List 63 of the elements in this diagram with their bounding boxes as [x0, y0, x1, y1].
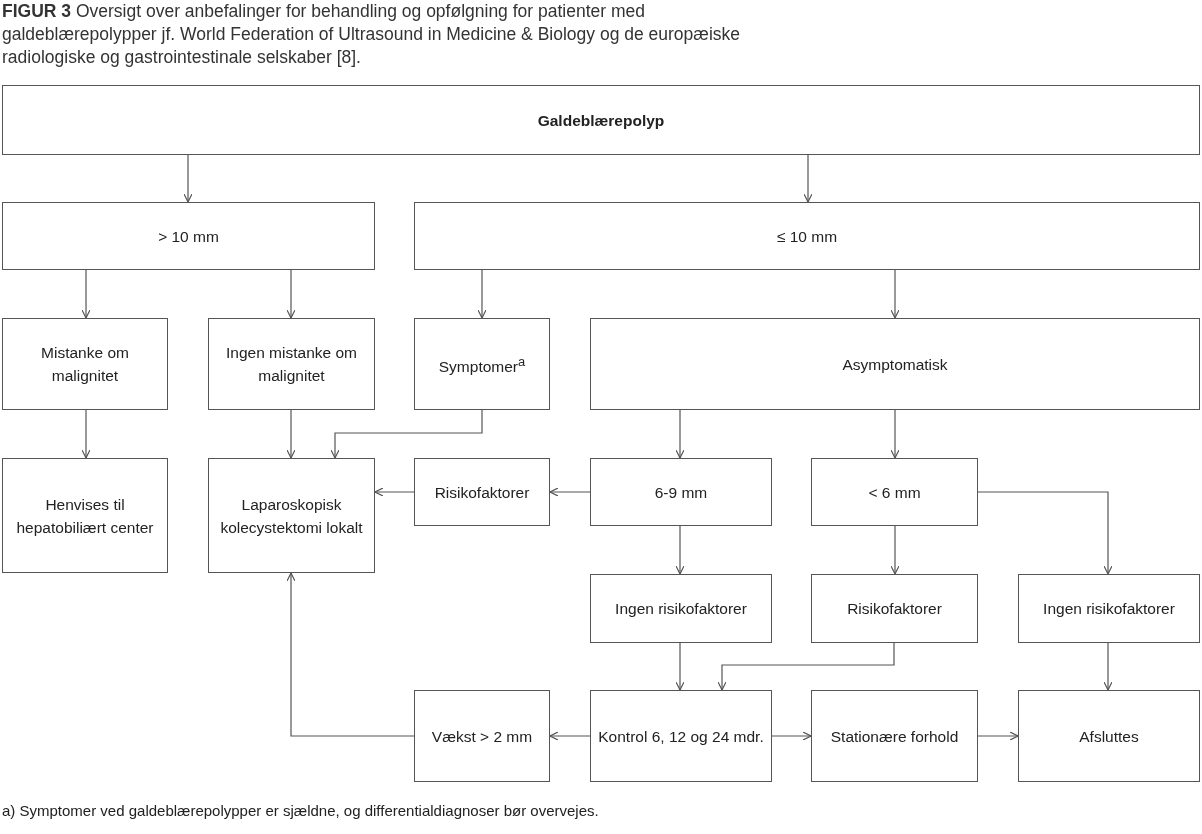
box-label: ≤ 10 mm: [775, 226, 839, 247]
box-label: Laparoskopisk kolecystektomi lokalt: [219, 494, 364, 538]
process-box: [208, 458, 375, 573]
arrow: [286, 572, 415, 737]
process-box: [811, 458, 978, 526]
arrow: [717, 642, 895, 691]
box-label: Symptomer$^{a}$: [437, 352, 527, 378]
arrow: [549, 487, 591, 497]
box-label: Stationære forhold: [829, 726, 960, 747]
process-box: [811, 574, 978, 643]
arrow: [374, 487, 415, 497]
arrow: [890, 525, 900, 575]
process-box: [2, 458, 168, 573]
box-label: Henvises til hepatobiliært center: [15, 494, 155, 538]
box-label: Mistanke om malignitet: [40, 343, 130, 386]
process-box: [1018, 574, 1200, 643]
figure-title: FIGUR 3 Oversigt over anbefalinger for behandling og opfølgning for patienter med galdeblærepolypper jf. World Federation of Ultrasound in Medicine & Biology og de europæiske radiologiske og gastrointestinale selskaber [8].: [2, 0, 741, 69]
arrow: [803, 154, 813, 203]
process-box: [590, 458, 772, 526]
arrow: [330, 409, 483, 459]
arrow: [675, 525, 685, 575]
process-box: [414, 202, 1200, 270]
arrow: [81, 409, 91, 459]
process-box: [590, 690, 772, 782]
box-label: Kontrol 6, 12 og 24 mdr.: [597, 726, 765, 747]
arrow: [81, 269, 91, 319]
box-label: Afsluttes: [1078, 726, 1140, 747]
process-box: [811, 690, 978, 782]
arrow: [771, 731, 812, 741]
process-box: [208, 318, 375, 410]
box-label: Risikofaktorer: [846, 599, 943, 619]
arrow: [286, 269, 296, 319]
process-box: [590, 574, 772, 643]
box-label: 6-9 mm: [653, 482, 709, 503]
arrow: [286, 409, 296, 459]
arrow: [675, 409, 685, 459]
box-label: Vækst > 2 mm: [430, 726, 534, 747]
footnote: a) Symptomer ved galdeblærepolypper er sjældne, og differentialdiagnoser bør overvejes.: [2, 802, 599, 819]
arrow: [183, 154, 193, 203]
process-box: [2, 202, 375, 270]
arrow: [977, 491, 1113, 575]
box-label: Ingen risikofaktorer: [614, 599, 748, 619]
process-box: [414, 458, 550, 526]
process-box: [414, 690, 550, 782]
process-box: [2, 85, 1200, 155]
arrow: [1103, 642, 1113, 691]
arrow: [890, 409, 900, 459]
box-label: Ingen risikofaktorer: [1042, 599, 1176, 619]
box-label: Galdeblærepolyp: [536, 110, 666, 131]
box-label: Asymptomatisk: [841, 354, 949, 375]
box-label: > 10 mm: [157, 226, 220, 247]
process-box: [590, 318, 1200, 410]
box-label: Risikofaktorer: [433, 482, 531, 503]
arrow: [890, 269, 900, 319]
arrow: [977, 731, 1019, 741]
process-box: [414, 318, 550, 410]
box-label: Ingen mistanke om malignitet: [225, 343, 358, 386]
arrow: [675, 642, 685, 691]
arrow: [549, 731, 591, 741]
arrow: [477, 269, 487, 319]
box-label: < 6 mm: [867, 482, 922, 503]
process-box: [1018, 690, 1200, 782]
process-box: [2, 318, 168, 410]
